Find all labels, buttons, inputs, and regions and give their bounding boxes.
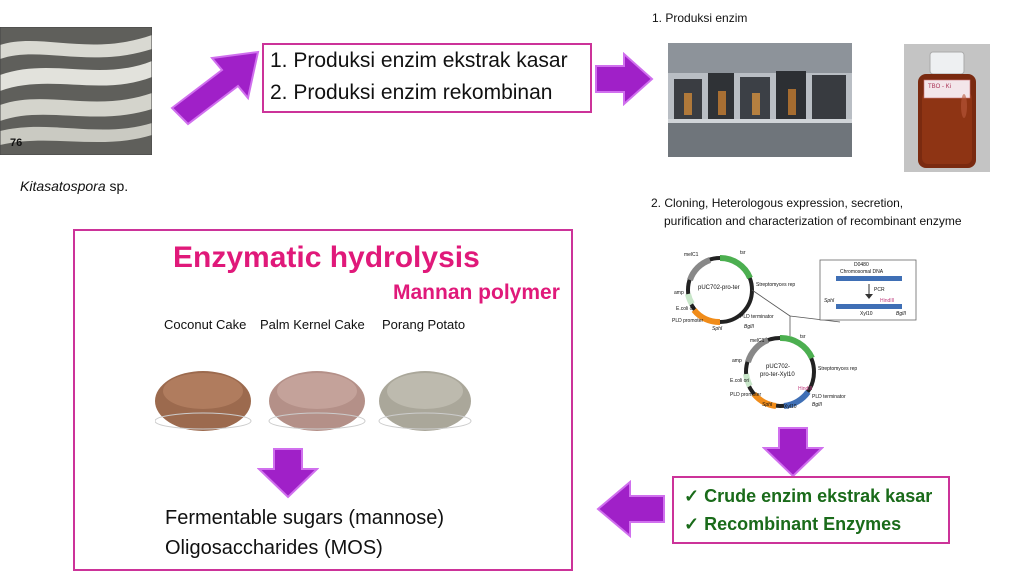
results-item1: ✓ Crude enzim ekstrak kasar <box>684 486 932 507</box>
top-plasmid-label-bglii: BglII <box>744 324 755 330</box>
substrate-label-coconut: Coconut Cake <box>164 317 247 332</box>
photo-number: 76 <box>10 137 23 149</box>
production-line1: 1. Produksi enzim ekstrak kasar <box>270 49 568 72</box>
top-plasmid-label-melc1: melC1 <box>684 252 699 258</box>
results-item2: ✓ Recombinant Enzymes <box>684 514 901 535</box>
substrate-label-porang: Porang Potato <box>382 317 466 332</box>
results-box: ✓ Crude enzim ekstrak kasar ✓ Recombinan… <box>672 476 950 544</box>
top-plasmid-label-streptomyces-rep: Streptomyces rep <box>756 282 796 288</box>
fermenter-image <box>668 43 852 157</box>
bottom-plasmid-label-bglii: BglII <box>812 402 823 408</box>
top-plasmid-label-pld-terminator: PLD terminator <box>740 314 774 320</box>
bottom-plasmid-name-1: pUC702- <box>766 364 791 370</box>
bottom-plasmid-label-streptomyces-rep: Streptomyces rep <box>818 366 858 372</box>
step2-label-line2: purification and characterization of rec… <box>664 214 962 228</box>
results-item1-label: Crude enzim ekstrak kasar <box>704 486 933 506</box>
bottom-plasmid-label-hindiii: HindIII <box>798 386 813 392</box>
bottom-plasmid-label-amp: amp <box>732 358 742 364</box>
product-oligosaccharides: Oligosaccharides (MOS) <box>165 537 383 559</box>
insert-label-d0480: D0480 <box>854 262 869 268</box>
caption-genus: Kitasatospora <box>20 178 106 194</box>
bottom-plasmid-label-pld-terminator: PLD terminator <box>812 394 846 400</box>
bottom-plasmid-label-pld-promoter: PLD promoter <box>730 392 762 398</box>
results-item2-label: Recombinant Enzymes <box>704 514 902 534</box>
hydrolysis-subtitle: Mannan polymer <box>393 281 560 304</box>
insert-label-pcr: PCR <box>874 287 885 293</box>
step1-label: 1. Produksi enzim <box>652 11 748 25</box>
hydrolysis-title: Enzymatic hydrolysis <box>173 241 480 274</box>
microbe-caption: Kitasatospora sp. <box>20 178 128 194</box>
arrow-left-to-hydrolysis <box>596 480 665 538</box>
arrow-down-to-results <box>762 427 824 478</box>
insert-label-hindiii: HindIII <box>880 298 895 304</box>
product-fermentable-sugars: Fermentable sugars (mannose) <box>165 507 445 529</box>
streak-plate-image <box>0 27 152 155</box>
arrow-to-lab <box>595 52 654 106</box>
insert-label-bglii: BglII <box>896 311 907 317</box>
hydrolysis-box: Enzymatic hydrolysis Mannan polymer Coco… <box>73 229 573 571</box>
top-plasmid-name: pUC702-pro-ter <box>698 285 740 291</box>
arrow-down-to-products <box>257 448 319 499</box>
bottom-plasmid-label-tsr: tsr <box>800 334 806 340</box>
insert-label-chromosomal-dna: Chromosomal DNA <box>840 269 884 275</box>
bottle-label: TBO - Ki <box>928 84 952 90</box>
bottom-plasmid-label-ecoli-ori: E.coli ori <box>730 378 750 384</box>
top-plasmid-label-ecoli-ori: E.coli ori <box>676 306 696 312</box>
insert-label-xyl10: Xyl10 <box>860 311 873 317</box>
check-icon: ✓ <box>684 514 700 534</box>
bottom-plasmid-label-melc1: melC1 <box>750 338 765 344</box>
fermenter-lab-photo <box>668 43 852 157</box>
bottom-plasmid-label-sphi: SphI <box>762 402 773 408</box>
enzyme-bottle-photo: TBO - Ki <box>904 44 990 172</box>
top-plasmid-label-sphi: SphI <box>712 326 723 332</box>
top-plasmid-label-pld-promoter: PLD promoter <box>672 318 704 324</box>
caption-suffix: sp. <box>105 178 129 194</box>
plasmid-map-svg <box>685 254 917 409</box>
top-plasmid-label-tsr: tsr <box>740 250 746 256</box>
top-plasmid-label-amp: amp <box>674 290 684 296</box>
bottle-image <box>904 44 990 172</box>
arrow-to-production <box>170 50 260 126</box>
step2-label-line1: 2. Cloning, Heterologous expression, sec… <box>651 196 904 210</box>
cloning-diagram: pUC702-pro-ter melC1 tsr Streptomyces re… <box>660 240 920 420</box>
production-box: 1. Produksi enzim ekstrak kasar 2. Produ… <box>262 43 592 113</box>
kitasatospora-photo: 76 <box>0 27 152 155</box>
bottom-plasmid-label-xyl10: Xyl10 <box>784 404 797 410</box>
bottom-plasmid-name-2: pro-ter-Xyl10 <box>760 372 795 378</box>
check-icon: ✓ <box>684 486 700 506</box>
insert-label-sphi: SphI <box>824 298 835 304</box>
substrate-powders <box>155 371 472 431</box>
production-line2: 2. Produksi enzim rekombinan <box>270 81 553 104</box>
substrate-label-palm-kernel: Palm Kernel Cake <box>260 317 365 332</box>
